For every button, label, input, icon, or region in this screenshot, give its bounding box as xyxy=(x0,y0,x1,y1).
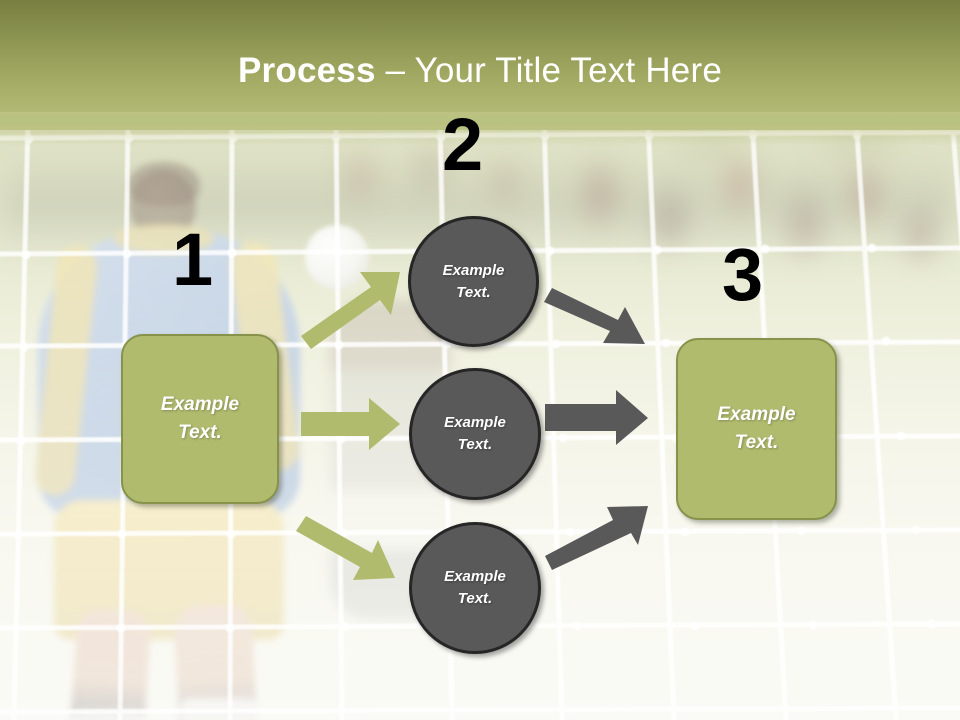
page-title: Process – Your Title Text Here xyxy=(0,50,960,92)
process-circle-1-label: Example Text. xyxy=(443,260,505,304)
step-number-1: 1 xyxy=(172,218,214,301)
process-circle-3-line2: Text. xyxy=(457,590,493,607)
process-circle-3-label: Example Text. xyxy=(444,566,506,610)
process-circle-1[interactable]: Example Text. xyxy=(408,216,539,347)
process-box-left-label: Example Text. xyxy=(161,391,239,447)
process-circle-3-line1: Example xyxy=(444,568,506,585)
process-circle-2-line1: Example xyxy=(444,414,506,431)
arrow-circle-1-to-right xyxy=(544,288,645,344)
process-box-right[interactable]: Example Text. xyxy=(676,338,837,520)
process-circle-2[interactable]: Example Text. xyxy=(409,368,541,500)
process-circle-1-line2: Text. xyxy=(456,283,491,301)
process-circle-1-line1: Example xyxy=(442,261,505,279)
arrow-circle-3-to-right xyxy=(545,506,648,570)
process-box-left-line2: Text. xyxy=(178,422,222,443)
arrow-circle-2-to-right xyxy=(545,390,648,445)
arrow-left-to-circle-3 xyxy=(296,516,395,580)
process-box-left-line1: Example xyxy=(160,394,240,415)
page-title-rest: – Your Title Text Here xyxy=(375,51,722,90)
arrow-left-to-circle-1 xyxy=(301,272,400,349)
process-box-right-line1: Example xyxy=(717,404,796,425)
title-bar xyxy=(0,0,960,130)
process-box-right-line2: Text. xyxy=(734,432,779,453)
arrow-left-to-circle-2 xyxy=(301,398,400,450)
process-circle-2-label: Example Text. xyxy=(444,412,506,456)
step-number-3: 3 xyxy=(722,233,764,316)
process-box-left[interactable]: Example Text. xyxy=(121,334,279,504)
title-bar-fade xyxy=(0,112,960,146)
process-circle-2-line2: Text. xyxy=(457,436,493,453)
page-title-bold: Process xyxy=(238,51,376,90)
step-number-2: 2 xyxy=(442,103,484,186)
process-box-right-label: Example Text. xyxy=(717,401,795,457)
process-circle-3[interactable]: Example Text. xyxy=(409,522,541,654)
